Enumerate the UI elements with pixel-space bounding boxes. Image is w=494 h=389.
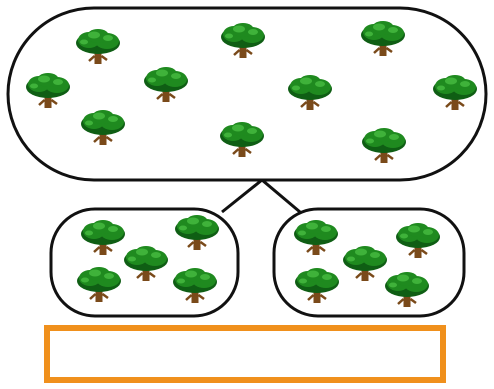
answer-box[interactable]	[44, 325, 446, 383]
answer-box-value	[50, 331, 440, 377]
connector-line	[222, 180, 300, 212]
